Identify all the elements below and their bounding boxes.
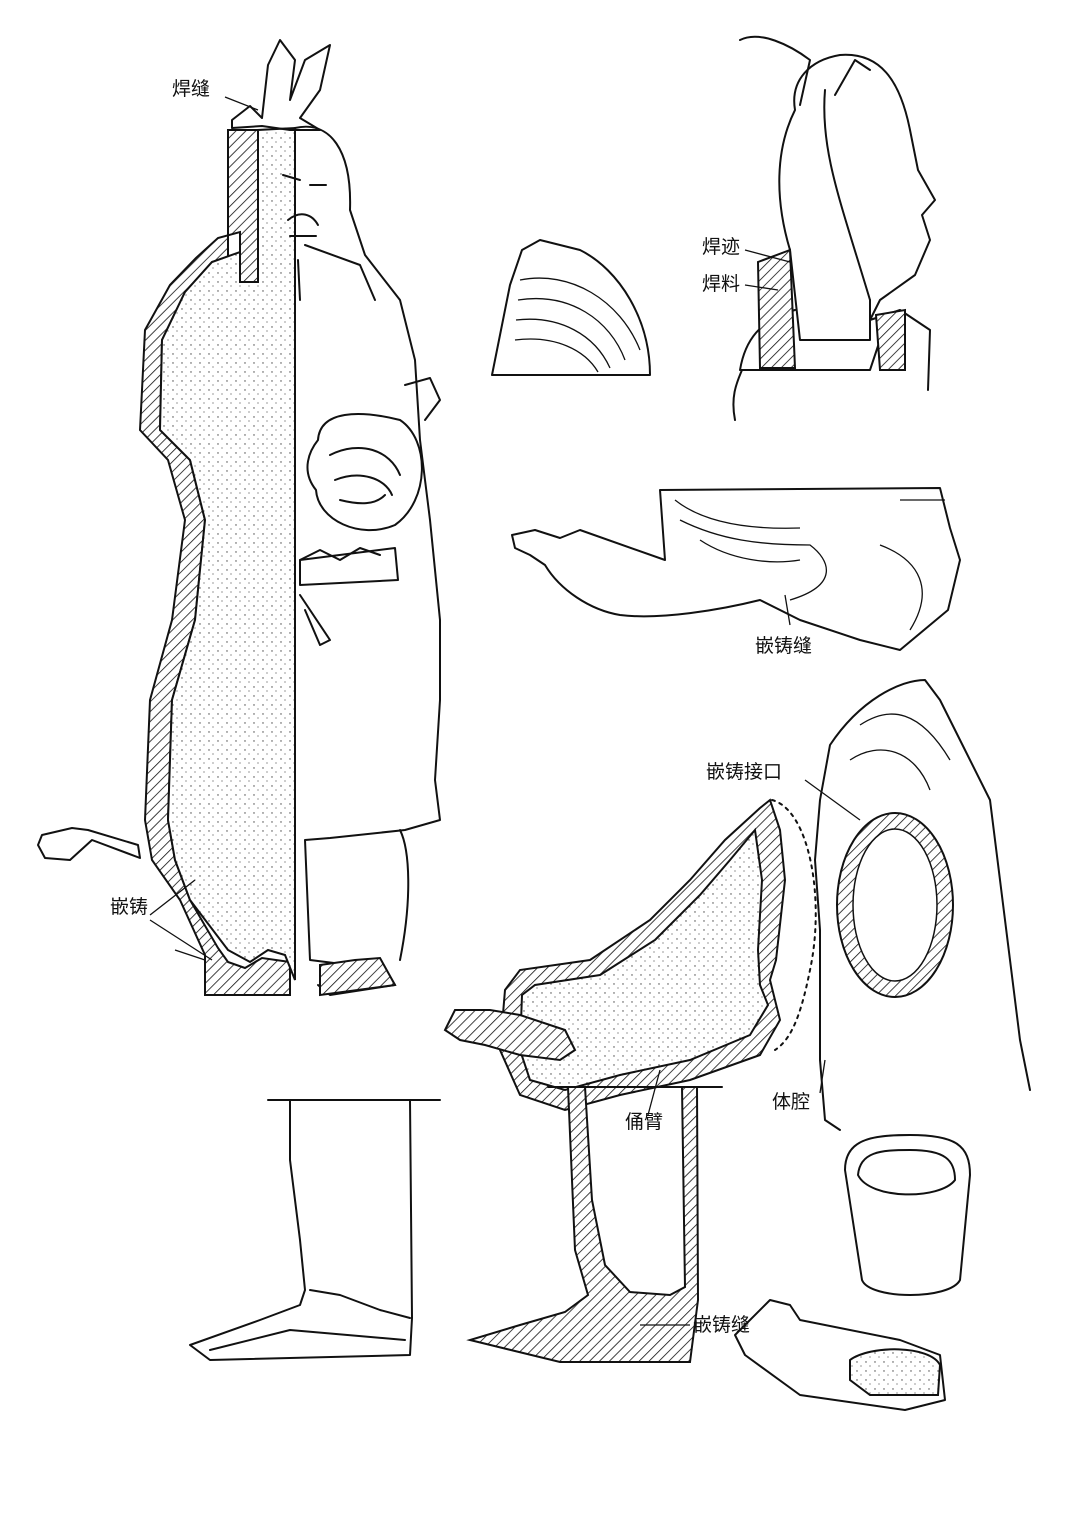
shoe-piece bbox=[734, 1299, 946, 1411]
leg-boot-section bbox=[466, 1086, 723, 1363]
warrior-inner-cavity bbox=[158, 126, 296, 981]
warrior-arm-roll bbox=[306, 377, 441, 531]
leader-lines bbox=[149, 96, 861, 1326]
warrior-crown-knot bbox=[231, 39, 331, 131]
label-foot-cast-seam: 嵌铸缝 bbox=[693, 1314, 751, 1336]
warrior-staff bbox=[37, 827, 141, 861]
warrior-hair-and-face bbox=[282, 174, 327, 237]
label-figure-arm: 俑臂 bbox=[625, 1111, 664, 1133]
label-arm-cast-seam: 嵌铸缝 bbox=[755, 635, 813, 657]
boot-top-cup bbox=[844, 1134, 971, 1296]
label-cast-in: 嵌铸 bbox=[110, 896, 149, 918]
warrior-right-half-outline bbox=[294, 125, 441, 996]
hand-section bbox=[443, 1009, 577, 1062]
label-body-cavity: 体腔 bbox=[772, 1091, 811, 1113]
warrior-belt-tassel bbox=[299, 547, 381, 646]
label-cast-joint: 嵌铸接口 bbox=[706, 761, 783, 783]
label-weld-seam: 焊缝 bbox=[172, 78, 211, 100]
label-solder: 焊料 bbox=[702, 273, 741, 295]
leg-boot-external bbox=[189, 1099, 441, 1361]
collar-piece bbox=[491, 239, 651, 376]
warrior-section-figure bbox=[37, 39, 441, 997]
label-weld-trace: 焊迹 bbox=[702, 236, 741, 258]
extended-arm bbox=[511, 487, 961, 651]
body-outline bbox=[814, 679, 1031, 1131]
head-profile bbox=[732, 35, 936, 421]
warrior-right-boot bbox=[319, 956, 397, 997]
arm-section-cavity bbox=[518, 827, 770, 1092]
body-cavity-arm-joint bbox=[443, 679, 1031, 1131]
